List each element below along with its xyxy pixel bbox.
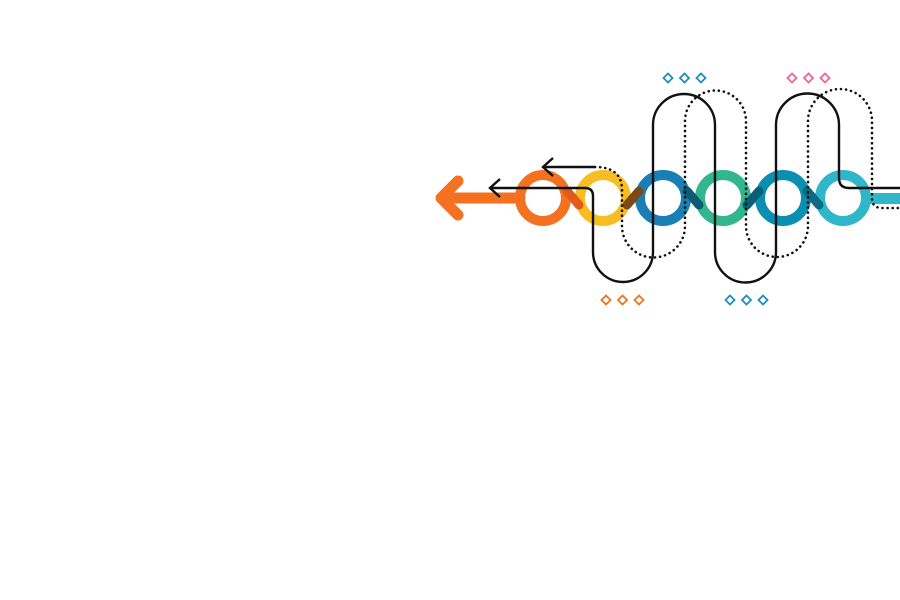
- ring: [695, 170, 751, 226]
- diamond-icon: [786, 72, 798, 84]
- orange-left-arrow: [435, 175, 526, 221]
- ring-overlap: [682, 186, 704, 210]
- diamond-icon: [740, 294, 753, 306]
- ring: [755, 170, 811, 226]
- diamond-icon: [633, 294, 645, 306]
- dotted-serpentine-path: [593, 87, 900, 259]
- diamond-icon: [600, 294, 612, 306]
- ring-overlap: [742, 186, 764, 210]
- ring-chain: [515, 170, 871, 226]
- solid-serpentine-path: [490, 92, 900, 284]
- diamond-markers: [600, 72, 831, 306]
- diamond-icon: [616, 294, 629, 306]
- cyan-tail-bar: [866, 193, 900, 204]
- diamond-icon: [678, 72, 691, 84]
- diamond-icon: [662, 72, 674, 84]
- ring: [515, 170, 571, 226]
- ring-overlaps: [562, 186, 824, 210]
- diamond-icon: [724, 294, 736, 306]
- upper-arrowhead-icon: [541, 157, 554, 177]
- diamond-icon: [802, 72, 815, 84]
- tail-bar: [866, 193, 900, 204]
- ring: [635, 170, 691, 226]
- ring-overlap: [802, 186, 824, 210]
- diamond-icon: [757, 294, 769, 306]
- ring-overlap: [562, 186, 584, 210]
- diamond-icon: [819, 72, 831, 84]
- arrow-shape: [435, 175, 526, 221]
- diamond-icon: [695, 72, 707, 84]
- lower-arrowhead-icon: [488, 178, 501, 198]
- ring: [575, 170, 631, 226]
- ring-overlap: [622, 186, 644, 210]
- ring: [815, 170, 871, 226]
